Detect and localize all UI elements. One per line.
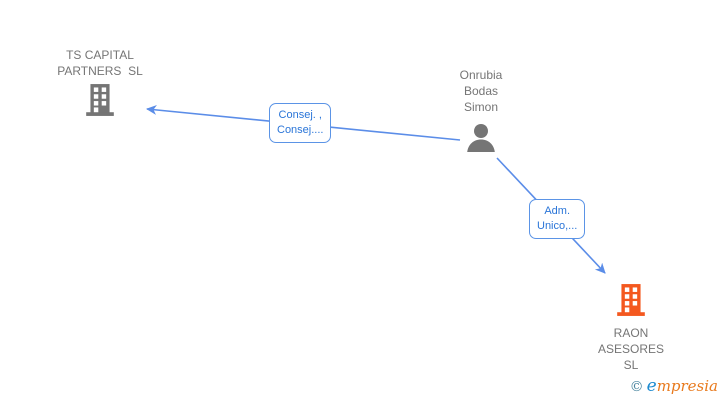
empresia-logo[interactable]: ©empresia	[630, 377, 718, 396]
node-label-ts-capital-partners: TS CAPITAL PARTNERS SL	[57, 48, 143, 78]
edge-label-consej[interactable]: Consej. , Consej....	[269, 103, 332, 143]
building-icon[interactable]	[83, 83, 117, 117]
edge-label-adm-unico[interactable]: Adm. Unico,...	[529, 199, 586, 239]
empresia-logo-letter: e	[646, 376, 657, 396]
node-label-raon-asesores: RAON ASESORES SL	[597, 326, 665, 372]
node-onrubia-bodas-simon[interactable]: Onrubia Bodas Simon	[431, 67, 531, 162]
node-raon-asesores[interactable]: RAON ASESORES SL	[581, 283, 681, 373]
node-label-onrubia-bodas-simon: Onrubia Bodas Simon	[459, 68, 503, 114]
node-ts-capital-partners[interactable]: TS CAPITAL PARTNERS SL	[40, 47, 160, 122]
empresia-logo-text: mpresia	[656, 377, 718, 395]
building-icon[interactable]	[614, 283, 648, 317]
copyright-icon: ©	[629, 379, 644, 395]
person-icon[interactable]	[463, 121, 499, 157]
